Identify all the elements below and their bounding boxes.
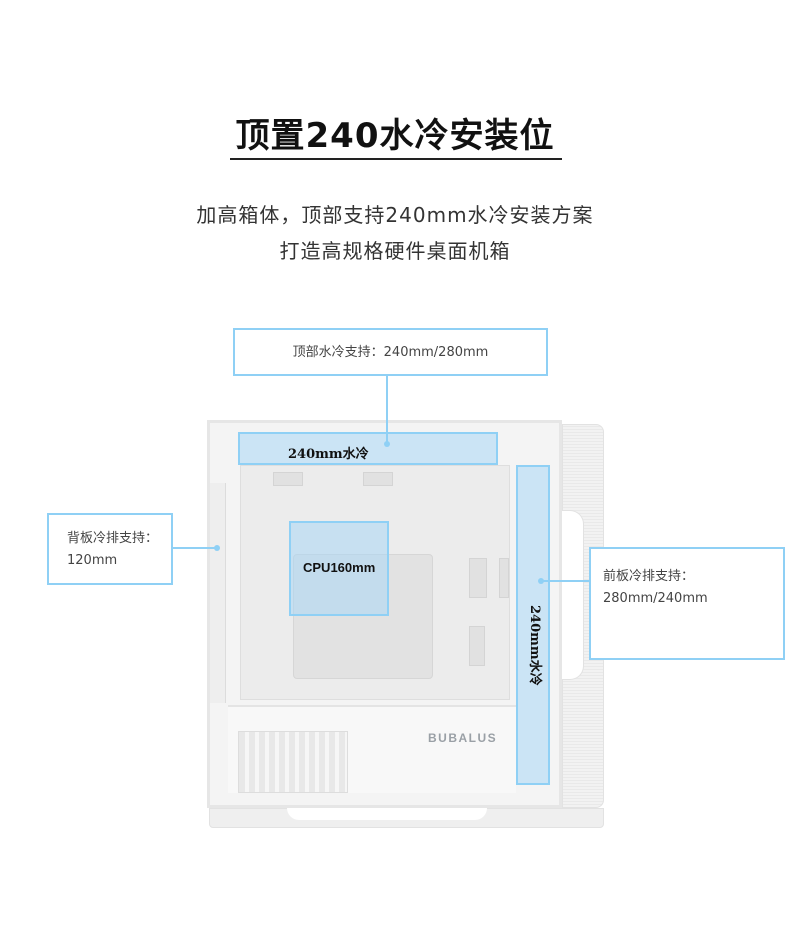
top-connector-dot — [384, 441, 390, 447]
tray-slot — [363, 472, 393, 486]
brand-logo: BUBALUS — [428, 731, 498, 745]
front-panel-cutout — [562, 510, 584, 680]
page-title: 顶置240水冷安装位 — [235, 116, 555, 156]
motherboard-tray — [240, 465, 510, 700]
rear-radiator-callout-title: 背板冷排支持： — [67, 531, 159, 546]
front-radiator-callout: 前板冷排支持： 280mm/240mm — [589, 547, 785, 660]
tray-slot — [469, 558, 487, 598]
cpu-cooler-zone — [289, 521, 389, 616]
subtitle-line-2: 打造高规格硬件桌面机箱 — [279, 239, 511, 263]
top-radiator-zone — [238, 432, 498, 465]
front-connector-line — [541, 580, 589, 582]
top-radiator-label: 240mm水冷 — [288, 447, 369, 462]
tray-slot — [273, 472, 303, 486]
psu-vent — [238, 731, 348, 793]
case-foot-notch — [287, 808, 487, 820]
top-radiator-callout-text: 顶部水冷支持：240mm/280mm — [292, 345, 489, 360]
top-connector-line — [386, 376, 388, 444]
front-radiator-label: 240mm水冷 — [527, 605, 542, 686]
cpu-cooler-label: CPU160mm — [303, 560, 376, 575]
front-radiator-callout-title: 前板冷排支持： — [603, 569, 695, 584]
subtitle-line-1: 加高箱体，顶部支持240mm水冷安装方案 — [196, 203, 594, 227]
rear-connector-line — [173, 547, 217, 549]
rear-radiator-callout-value: 120mm — [67, 553, 118, 568]
front-radiator-zone — [516, 465, 550, 785]
rear-connector-dot — [214, 545, 220, 551]
front-connector-dot — [538, 578, 544, 584]
title-underline — [230, 158, 562, 160]
rear-radiator-callout: 背板冷排支持： 120mm — [47, 513, 173, 585]
rear-bracket — [210, 483, 226, 703]
front-radiator-callout-value: 280mm/240mm — [603, 591, 708, 606]
case-body: BUBALUS — [207, 420, 562, 808]
pc-case-illustration: BUBALUS — [207, 420, 607, 830]
tray-slot — [499, 558, 509, 598]
tray-slot — [469, 626, 485, 666]
top-radiator-callout: 顶部水冷支持：240mm/280mm — [233, 328, 548, 376]
